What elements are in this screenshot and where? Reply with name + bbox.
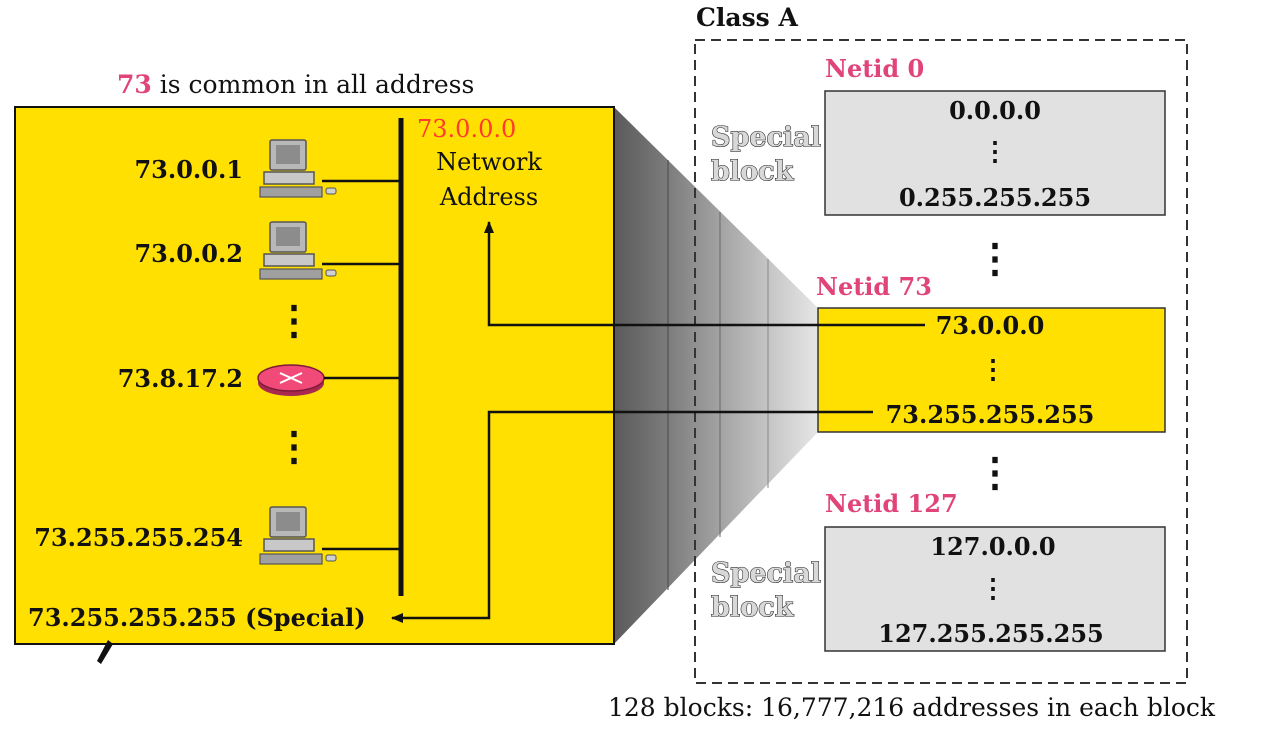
- common-prefix-value: 73: [117, 70, 152, 99]
- netid-73-block: [817, 307, 1166, 433]
- netid-127-ellipsis: ⋮: [980, 574, 1006, 604]
- netid-127-block: [824, 526, 1166, 652]
- netid-0-first: 0.0.0.0: [949, 96, 1041, 125]
- router-icon: [257, 364, 325, 396]
- network-address-label-line1: Network: [436, 148, 542, 176]
- netid-73-last: 73.255.255.255: [886, 400, 1095, 429]
- host-ellipsis-2: ⋮: [274, 423, 314, 470]
- host-address-1: 73.0.0.1: [134, 155, 243, 184]
- broadcast-address: 73.255.255.255 (Special): [28, 603, 366, 632]
- network-address-value: 73.0.0.0: [417, 115, 516, 143]
- class-a-footer: 128 blocks: 16,777,216 addresses in each…: [608, 693, 1216, 722]
- netid-0-block: [824, 90, 1166, 216]
- host-address-2: 73.0.0.2: [134, 239, 243, 268]
- host-ellipsis-1: ⋮: [274, 297, 314, 344]
- netid-127-label: Netid 127: [825, 489, 958, 518]
- netid-73-first: 73.0.0.0: [936, 311, 1045, 340]
- router-address: 73.8.17.2: [118, 364, 243, 393]
- broadcast-address-connector: [391, 410, 873, 623]
- common-prefix-caption: 73 is common in all address: [117, 70, 474, 99]
- network-address-connector: [484, 221, 925, 327]
- network-address-label-line2: Address: [439, 183, 538, 211]
- netid-0-last: 0.255.255.255: [899, 183, 1091, 212]
- pen-cursor-icon: [97, 640, 113, 664]
- netid-127-last: 127.255.255.255: [878, 619, 1103, 648]
- computer-icon: [259, 139, 337, 198]
- computer-icon: [259, 506, 337, 565]
- block-ellipsis-1: ⋮: [975, 235, 1015, 282]
- computer-icon: [259, 221, 337, 280]
- netid-73-ellipsis: ⋮: [980, 355, 1006, 385]
- special-block-label-1b: block: [711, 156, 795, 187]
- class-a-panel: [694, 39, 1188, 684]
- zoom-funnel: [614, 107, 818, 644]
- special-block-label-1: Special: [711, 122, 821, 153]
- netid-0-label: Netid 0: [825, 54, 924, 83]
- special-block-label-2b: block: [711, 592, 795, 623]
- netid-127-first: 127.0.0.0: [930, 532, 1055, 561]
- host-address-4: 73.255.255.254: [34, 523, 243, 552]
- netid-0-ellipsis: ⋮: [982, 137, 1008, 167]
- block-ellipsis-2: ⋮: [975, 449, 1015, 496]
- class-a-title: Class A: [696, 3, 798, 32]
- netid-73-label: Netid 73: [816, 272, 932, 301]
- common-prefix-text: is common in all address: [152, 70, 475, 99]
- special-block-label-2: Special: [711, 558, 821, 589]
